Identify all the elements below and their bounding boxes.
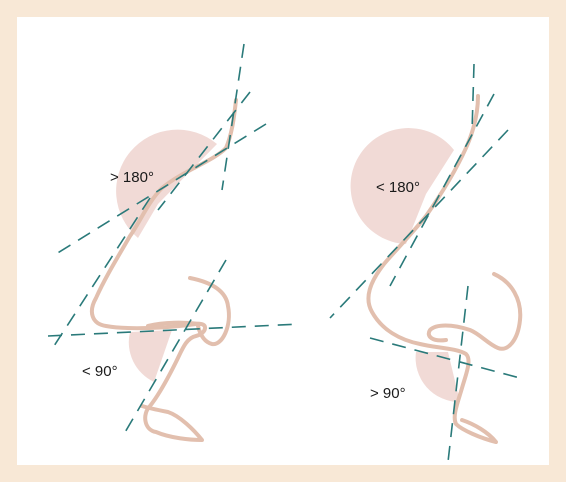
right-nostril-profile (426, 272, 523, 351)
right-lower-angle-label: > 90° (370, 385, 406, 402)
left-guide-nasal-dorsum (221, 43, 245, 191)
left-guide-columella (53, 197, 151, 347)
left-lower-angle-label: < 90° (82, 363, 118, 380)
right-guide-forehead (329, 129, 509, 319)
left-upper-angle-label: > 180° (110, 169, 154, 186)
right-upper-angle-sector (350, 128, 454, 244)
left-lower-angle-sector (128, 330, 172, 382)
right-figure: < 180° > 90° (329, 63, 523, 463)
left-guide-forehead (55, 123, 267, 255)
left-guide-dorsum-tangent (157, 91, 251, 211)
left-guide-lip (123, 259, 227, 435)
left-figure: > 180° < 90° (47, 43, 301, 442)
right-lower-angle-sector (415, 352, 460, 403)
right-guide-horizontal (369, 337, 521, 379)
right-upper-angle-label: < 180° (376, 179, 420, 196)
right-guide-nasal-dorsum (471, 63, 475, 133)
right-nose-profile (366, 94, 498, 444)
right-guide-dorsum-tangent (389, 93, 495, 287)
right-guide-vertical (447, 285, 469, 463)
left-guide-horizontal (47, 323, 301, 337)
left-nostril-profile (146, 276, 231, 347)
